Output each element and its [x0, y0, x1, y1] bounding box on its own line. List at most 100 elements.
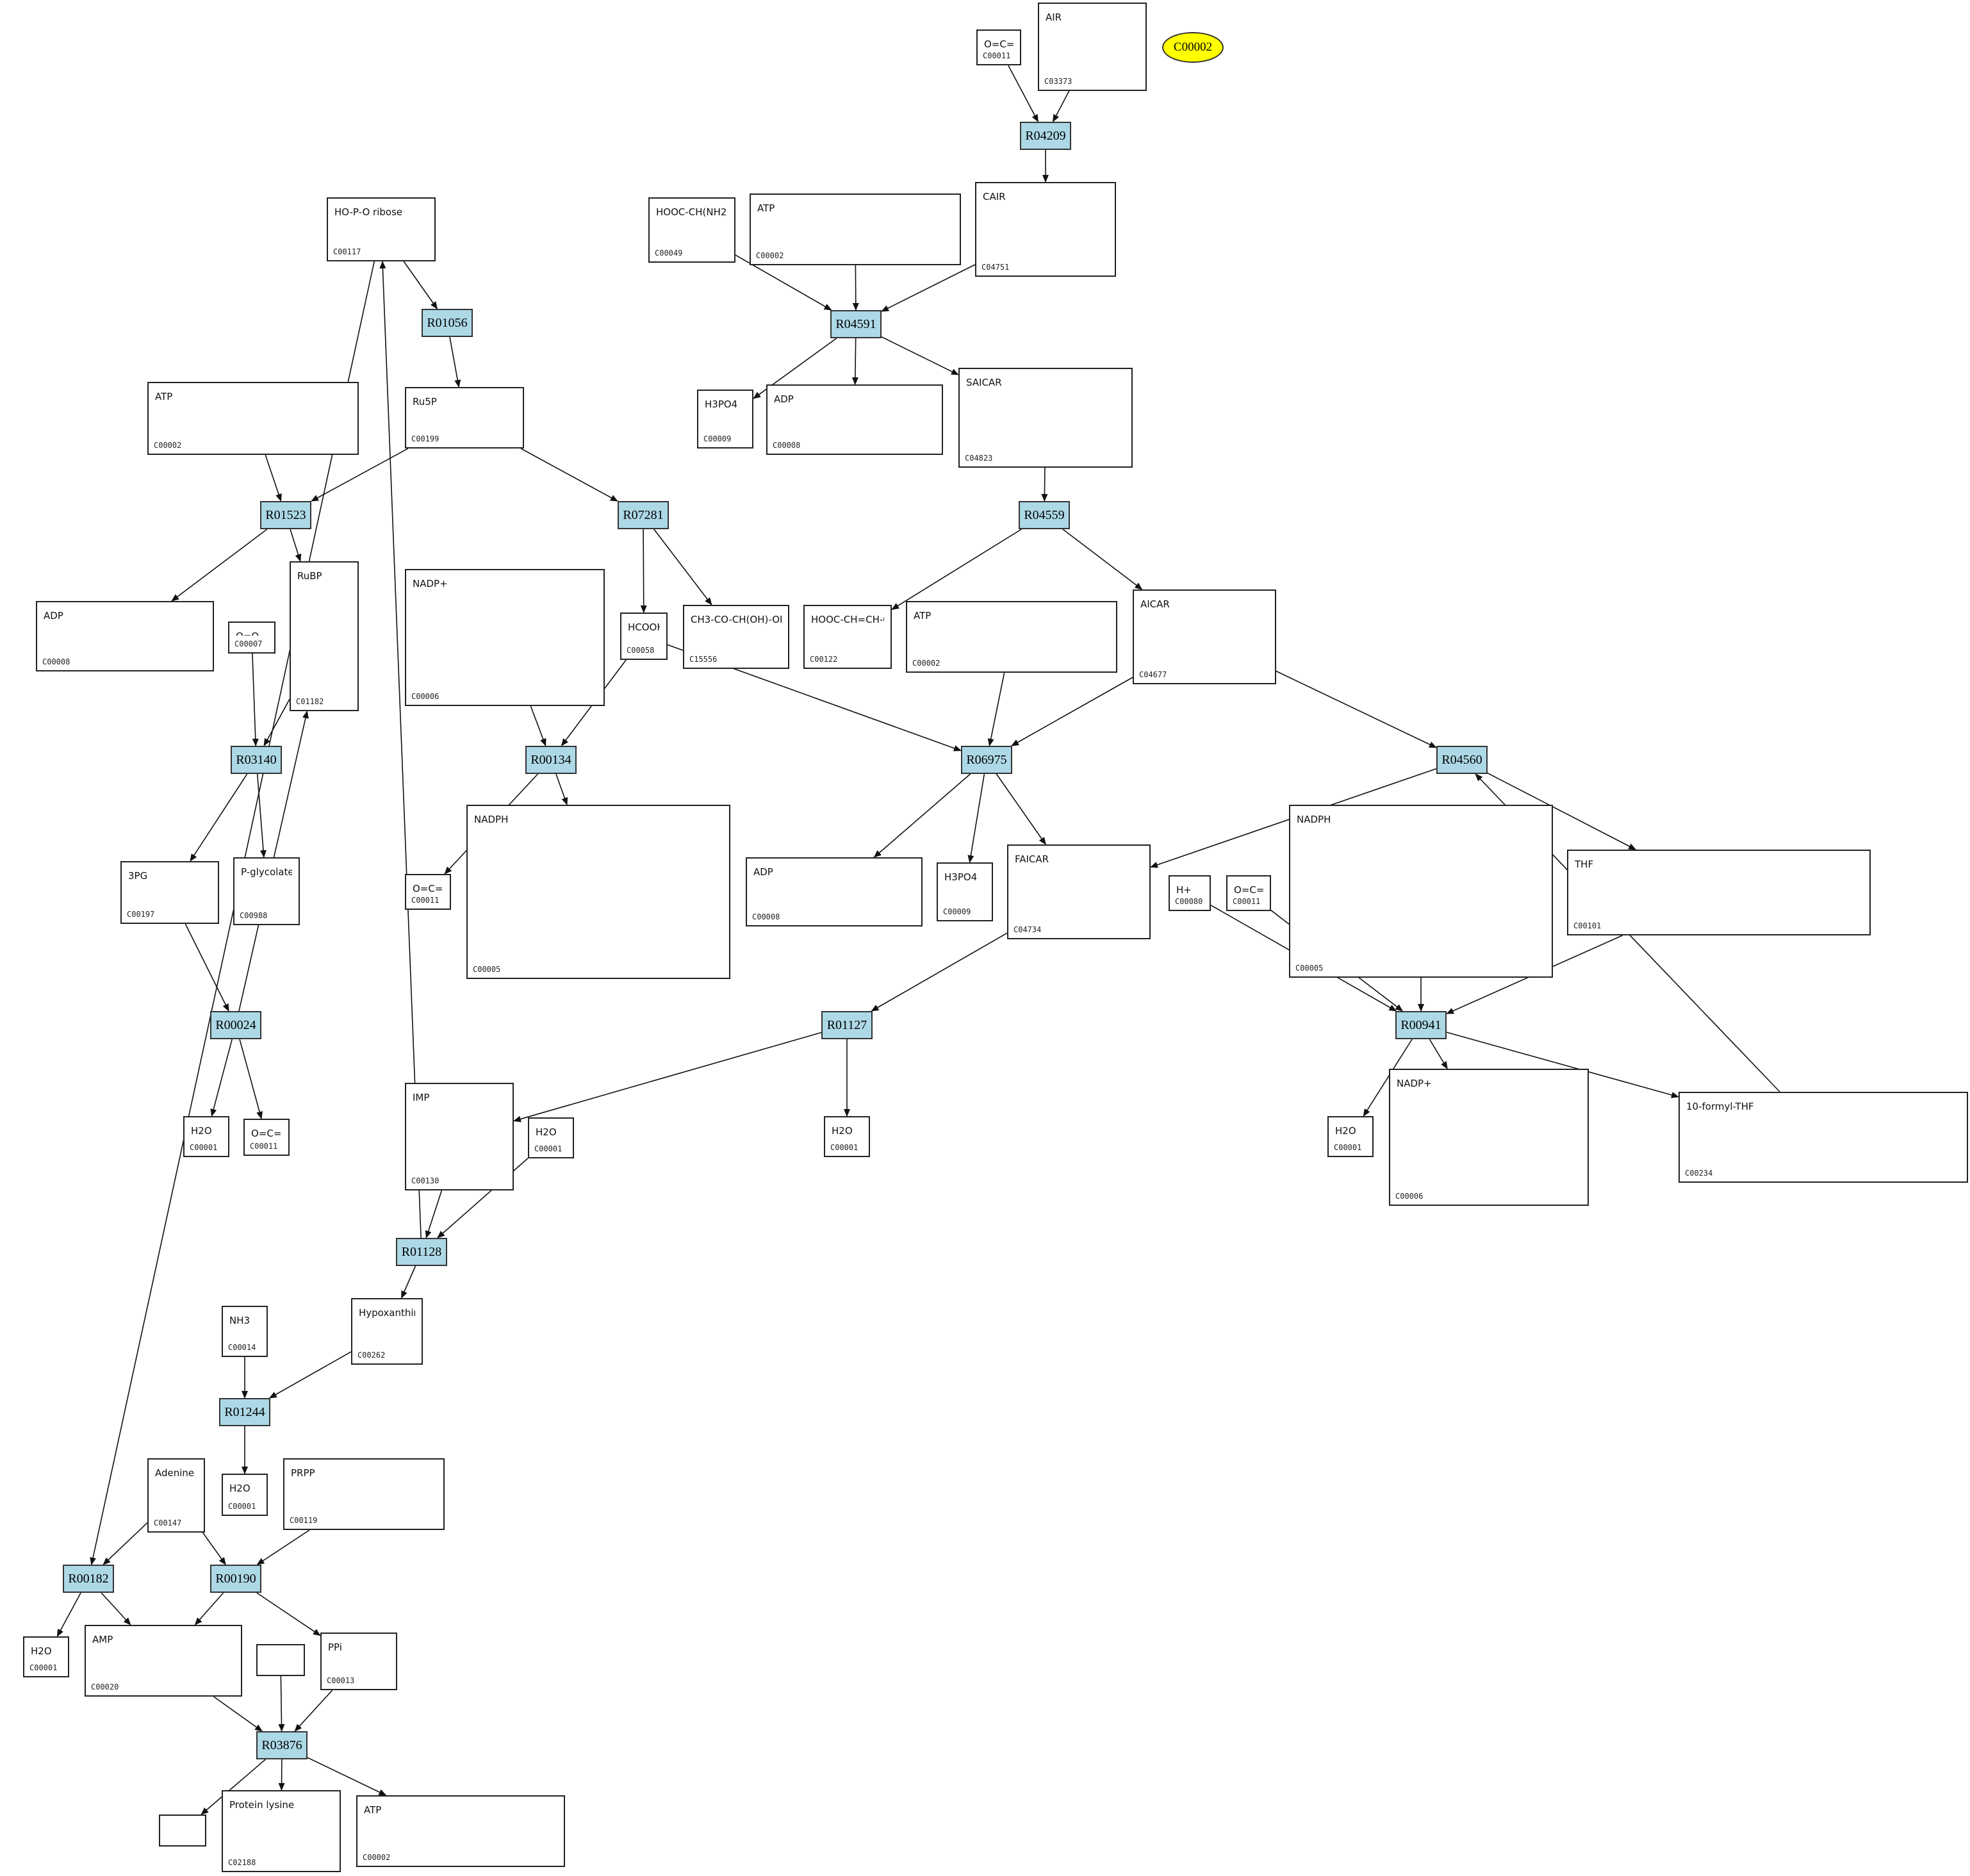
edge-arrow — [403, 261, 438, 309]
structure-text: Adenine — [155, 1467, 195, 1479]
reaction-node[interactable]: R01056 — [422, 309, 473, 337]
edge-arrow — [891, 529, 1022, 610]
reaction-node[interactable]: R04560 — [1436, 746, 1488, 774]
edge-arrow — [307, 1757, 387, 1796]
compound-box[interactable]: O=C=OC00011 — [1226, 875, 1271, 911]
reaction-node[interactable]: R04209 — [1020, 122, 1071, 150]
edge-arrow — [1446, 1032, 1679, 1098]
reaction-node[interactable]: R06975 — [961, 746, 1012, 774]
structure-text: O=C=O — [1234, 884, 1263, 893]
edge-arrow — [201, 1759, 266, 1815]
structure-text: CAIR — [983, 191, 1006, 202]
compound-code: C00002 — [912, 659, 940, 668]
compound-box[interactable]: O=C=OC00011 — [243, 1119, 290, 1156]
edge-arrow — [239, 1039, 263, 1119]
edge-arrow — [256, 1529, 310, 1565]
reaction-node[interactable]: R04559 — [1019, 501, 1070, 529]
compound-box[interactable]: HOOC-CH(NH2)-COOHC00049 — [648, 197, 735, 263]
compound-box-empty[interactable] — [256, 1644, 305, 1676]
structure-text: O=C=O — [251, 1128, 282, 1138]
reaction-node[interactable]: R01523 — [260, 501, 311, 529]
reaction-node[interactable]: R00190 — [210, 1565, 261, 1593]
reaction-node[interactable]: R00024 — [210, 1011, 261, 1039]
compound-box[interactable]: HOOC-CH=CH-COOHC00122 — [803, 605, 892, 669]
compound-box[interactable]: H+C00080 — [1169, 875, 1211, 911]
reaction-node[interactable]: R07281 — [618, 501, 669, 529]
compound-code: C00049 — [655, 249, 683, 258]
structure-text: H2O — [191, 1125, 212, 1137]
structure-text: RuBP — [297, 570, 322, 582]
edge-arrow — [400, 1265, 416, 1299]
structure-text: H+ — [1176, 884, 1192, 893]
compound-box-empty[interactable] — [159, 1814, 206, 1847]
structure-text: HOOC-CH=CH-COOH — [811, 614, 884, 625]
reaction-node[interactable]: R04591 — [830, 310, 882, 338]
compound-code: C00262 — [357, 1351, 386, 1360]
reaction-node[interactable]: R01127 — [821, 1011, 873, 1039]
reaction-node[interactable]: R00941 — [1395, 1011, 1447, 1039]
structure-text: ADP — [753, 866, 773, 878]
structure-text: ADP — [44, 610, 63, 621]
structure-text: Ru5P — [413, 396, 437, 407]
compound-box[interactable]: NADP+C00006 — [1389, 1069, 1589, 1206]
legend-compound-ellipse[interactable]: C00002 — [1162, 32, 1224, 63]
compound-box[interactable]: O=C=OC00011 — [405, 874, 451, 910]
reaction-node[interactable]: R03140 — [231, 746, 282, 774]
edge-arrow — [987, 672, 1005, 746]
structure-text: H3PO4 — [705, 399, 738, 410]
reaction-node[interactable]: R03876 — [256, 1731, 308, 1759]
compound-box[interactable]: O=OC00007 — [228, 621, 275, 654]
structure-text: H2O — [229, 1483, 250, 1494]
reaction-node[interactable]: R01128 — [396, 1238, 447, 1266]
compound-box[interactable]: NADP+C00006 — [405, 569, 605, 706]
reaction-node[interactable]: R00134 — [525, 746, 577, 774]
reaction-node[interactable]: R01244 — [219, 1398, 270, 1426]
structure-text: HO-P-O ribose — [334, 206, 403, 218]
compound-code: C00001 — [1334, 1143, 1362, 1152]
edge-arrow — [171, 529, 268, 602]
compound-code: C03373 — [1044, 77, 1072, 86]
reaction-node[interactable]: R00182 — [63, 1565, 114, 1593]
compound-box[interactable]: HypoxanthineC00262 — [351, 1298, 423, 1365]
structure-text: ATP — [155, 391, 173, 402]
compound-box[interactable]: HCOOHC00058 — [620, 613, 668, 660]
compound-box[interactable]: O=C=OC00011 — [976, 29, 1021, 65]
